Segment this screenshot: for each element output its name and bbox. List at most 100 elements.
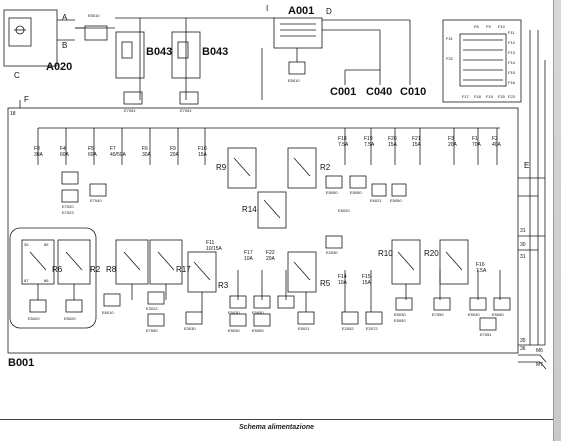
load-e7051-a: E7051 (124, 108, 136, 113)
fuse-drops (37, 128, 498, 165)
relay-boxes (21, 147, 469, 293)
connector-b: B (62, 41, 67, 50)
load-e3030: E3030 (184, 326, 196, 331)
e5010-right-box (288, 61, 306, 75)
ground-m6: M6 (536, 348, 543, 354)
fuse-layout-panel (442, 19, 522, 103)
legend-f17: F17 (462, 94, 470, 99)
a020-label: A020 (46, 61, 72, 73)
load-e3022: E3022 (146, 306, 158, 311)
pin-85: 85 (44, 242, 49, 247)
b001-box (7, 107, 519, 354)
load-e7040: E7040 (90, 198, 102, 203)
load-e6021: E6021 (370, 198, 382, 203)
b043-right-box (171, 31, 201, 79)
fuse-f18-rating: 7.5A (338, 142, 349, 148)
legend-f19: F19 (486, 94, 494, 99)
load-e7023: E7023 (62, 210, 74, 215)
e5010-left-box (84, 25, 108, 41)
fuse-f7-rating: 40/50A (110, 152, 127, 158)
fuse-f8-rating: 30A (34, 152, 44, 158)
fuse-f16-rating: 7.5A (476, 268, 487, 274)
relay-r9: R9 (216, 163, 227, 172)
fuse-f17: F17 (244, 250, 253, 256)
load-e2030: E2030 (326, 250, 338, 255)
fuse-f9-rating: 20A (170, 152, 180, 158)
relay-r2-left: R2 (90, 265, 101, 274)
connector-f: F (24, 95, 29, 104)
load-e5020-b: E5020 (64, 316, 76, 321)
legend-f11: F11 (508, 30, 515, 35)
fuse-f2-rating: 40A (492, 142, 502, 148)
legend-f23: F23 (508, 94, 516, 99)
c040-label: C040 (366, 86, 392, 98)
fuse-f4-rating: 60A (60, 152, 70, 158)
connector-i: I (266, 4, 268, 13)
load-e7050-a: E7050 (146, 328, 158, 333)
fuse-f11: F11 (206, 240, 214, 246)
fuse-f20: F20 (388, 136, 397, 142)
c001-label: C001 (330, 86, 356, 98)
legend-f12: F12 (508, 40, 516, 45)
fuse-f7: F7 (110, 146, 116, 152)
fuse-f14-rating: 10A (338, 280, 348, 286)
b001-label: B001 (8, 357, 34, 369)
load-e7051-c: E7051 (480, 332, 492, 337)
wire-31-b: 31 (520, 254, 526, 260)
load-e5050-f: E5050 (394, 318, 406, 323)
legend-f14: F14 (508, 60, 516, 65)
load-e7050-b: E7050 (432, 312, 444, 317)
pin-87: 87 (24, 278, 29, 283)
fuse-f10-rating: 15A (198, 152, 208, 158)
load-e2052: E2052 (342, 326, 354, 331)
legend-f18: F18 (474, 94, 482, 99)
fuse-f4: F4 (60, 146, 66, 152)
legend-f8: F8 (474, 24, 479, 29)
a001-label: A001 (288, 5, 314, 17)
load-e5010-a: E5010 (88, 13, 100, 18)
relay-r10: R10 (378, 249, 393, 258)
fuse-f6-rating: 30A (142, 152, 152, 158)
b043-left-label: B043 (146, 46, 172, 58)
wire-35: 35 (520, 338, 526, 344)
fuse-f1-rating: 70A (472, 142, 482, 148)
load-e5021: E5021 (298, 326, 310, 331)
a001-box (273, 17, 323, 49)
load-e5050-d: E5050 (350, 190, 362, 195)
load-e5050-b: E5050 (252, 328, 264, 333)
wire-18: 18 (10, 111, 16, 117)
e7051-right-box (179, 91, 199, 105)
a020-switch (8, 17, 32, 47)
load-e5050-a: E5050 (252, 310, 264, 315)
pin-86: 86 (44, 278, 49, 283)
fuse-f6: F6 (142, 146, 148, 152)
legend-f10: F10 (498, 24, 506, 29)
load-e5050-g: E5050 (492, 312, 504, 317)
legend-f20: F20 (498, 94, 506, 99)
load-e5030-b: E5030 (228, 328, 240, 333)
relay-r2: R2 (320, 163, 331, 172)
fuse-f3-rating: 20A (448, 142, 458, 148)
fuse-f5: F5 (88, 146, 94, 152)
window-edge-scrollbar[interactable] (553, 0, 561, 441)
a020-box (3, 9, 58, 67)
relay-r20: R20 (424, 249, 439, 258)
wiring-diagram: A020 B043 B043 A001 C001 C040 C010 B001 … (3, 4, 547, 370)
load-drops (37, 270, 501, 312)
connector-d: D (326, 7, 332, 16)
fuse-f22-rating: 20A (266, 256, 276, 262)
fuse-f14: F14 (338, 274, 347, 280)
wire-31-a: 31 (520, 228, 526, 234)
load-e5010-b: E5010 (288, 78, 300, 83)
legend-f15: F15 (508, 70, 516, 75)
load-boxes (29, 171, 511, 331)
connector-c: C (14, 71, 20, 80)
fuse-f5-rating: 60A (88, 152, 98, 158)
legend-f22: F22 (446, 56, 454, 61)
load-e5050-e: E5050 (390, 198, 402, 203)
c010-label: C010 (400, 86, 426, 98)
relay-r17: R17 (176, 265, 191, 274)
relay-r8: R8 (106, 265, 117, 274)
wire-36: 36 (520, 346, 526, 352)
load-e5030-d: E5030 (468, 312, 480, 317)
